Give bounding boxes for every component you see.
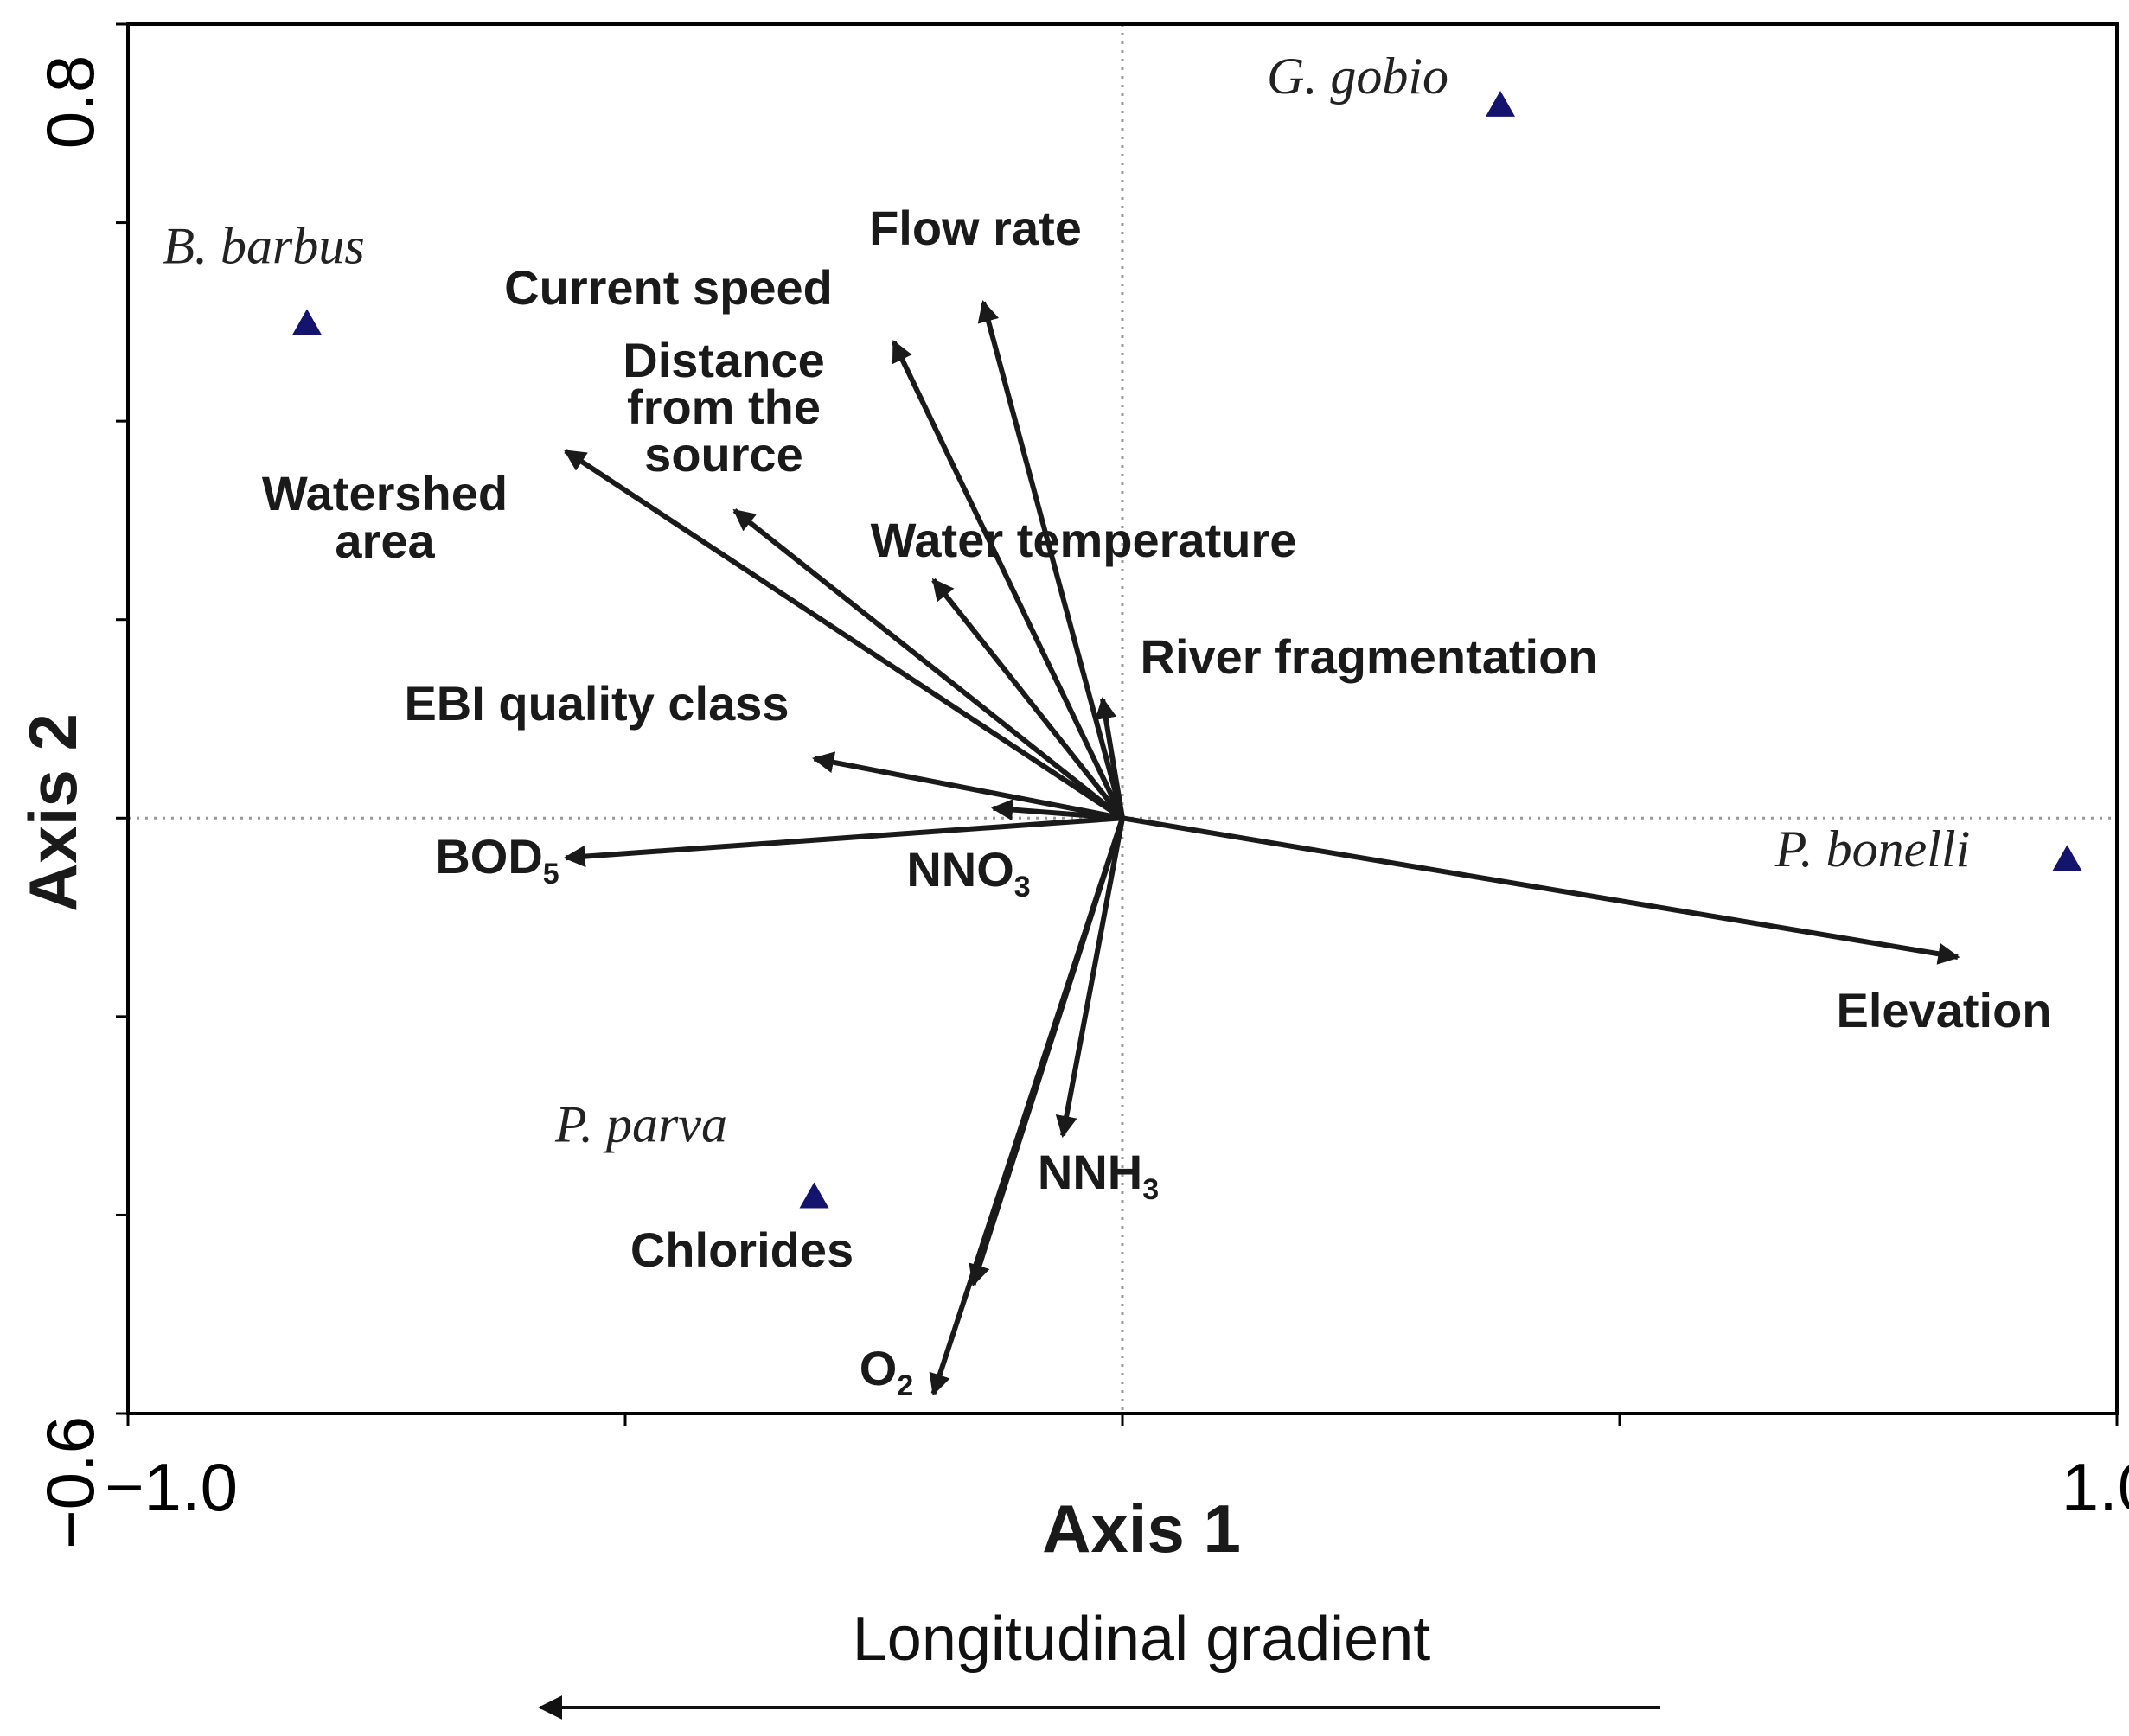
vector-label-ebi-quality-class: EBI quality class [404,676,789,731]
vector-arrow-o2 [929,817,1125,1396]
x-axis-ticks [126,1414,2119,1426]
vector-arrow-flow-rate [977,299,1125,820]
vector-label-river-fragmentation: River fragmentation [1141,629,1598,684]
vector-arrow-river-fragmentation [1095,697,1125,819]
vector-label-chlorides: Chlorides [630,1222,854,1277]
vector-arrow-water-temperature [931,578,1125,820]
species-marker-g-gobio [1486,90,1515,117]
vector-arrow-current-speed [891,340,1125,820]
y-tick-label-min: −0.6 [32,1416,108,1549]
vector-arrow-watershed-area [563,449,1124,820]
vector-arrow-distance-from-the-source [732,508,1124,820]
species-label-p-parva: P. parva [554,1095,727,1152]
vector-label-water-temperature: Water temperature [871,513,1297,567]
vector-label-current-speed: Current speed [504,260,833,315]
vector-label-flow-rate: Flow rate [869,201,1082,255]
species-marker-p-parva [799,1182,829,1209]
gradient-annotation: Longitudinal gradient [853,1605,1431,1674]
y-axis-ticks [116,22,128,1415]
vector-arrow-nno3 [990,798,1123,821]
species-label-p-bonelli: P. bonelli [1774,820,1971,878]
species-label-g-gobio: G. gobio [1267,48,1448,105]
vector-arrow-ebi-quality-class [812,751,1123,821]
vector-arrow-bod5 [563,815,1123,868]
x-tick-label-min: −1.0 [105,1449,238,1525]
species-points: G. gobio B. barbus P. bonelli P. parva [163,48,2082,1209]
species-marker-p-bonelli [2052,845,2082,871]
species-marker-b-barbus [292,309,322,335]
environmental-vectors [563,299,1960,1396]
vector-arrow-elevation [1122,815,1960,965]
y-tick-label-max: 0.8 [32,55,108,149]
y-axis-title: Axis 2 [15,713,91,912]
vector-label-bod5: BOD5 [435,829,559,890]
x-tick-label-max: 1.0 [2062,1449,2129,1525]
vector-label-nnh3: NNH3 [1038,1145,1159,1206]
vector-label-o2: O2 [860,1341,913,1402]
x-axis-title: Axis 1 [1042,1490,1241,1567]
vector-label-elevation: Elevation [1837,983,2052,1037]
vector-label-nno3: NNO3 [906,842,1030,903]
vector-arrow-nnh3 [1055,817,1125,1139]
species-label-b-barbus: B. barbus [163,217,364,274]
